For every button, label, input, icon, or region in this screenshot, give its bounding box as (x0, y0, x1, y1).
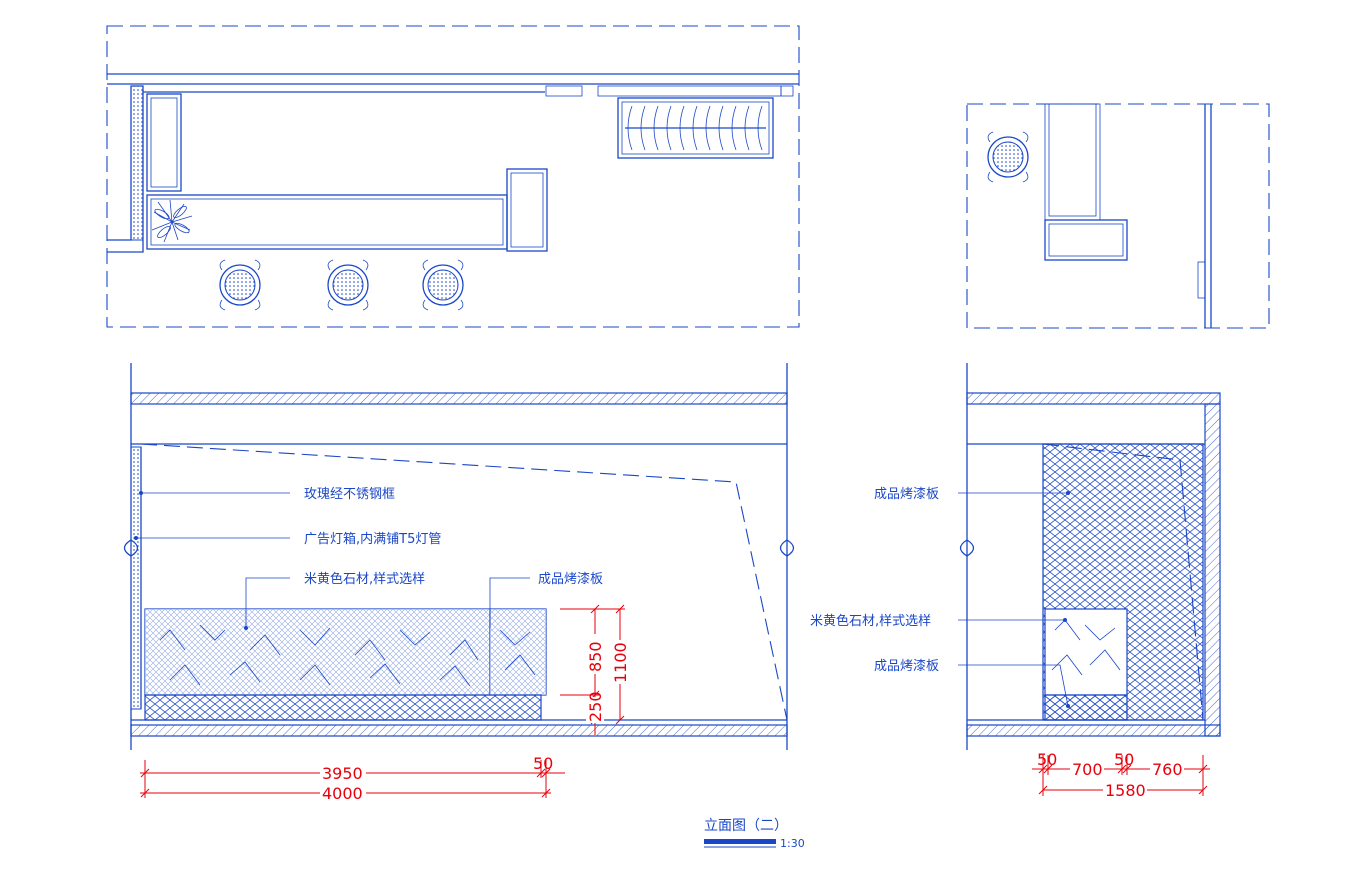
magazine-rack-icon (617, 97, 774, 159)
label-light-box: 广告灯箱,内满铺T5灯管 (304, 531, 441, 547)
dim-1580: 1580 (1105, 781, 1146, 800)
ceiling-slab-right (966, 392, 1221, 405)
stool-icon (422, 259, 464, 311)
label-rose-gold-frame: 玫瑰经不锈钢框 (304, 486, 395, 502)
dim-1100: 1100 (611, 642, 630, 683)
dim-50: 50 (533, 754, 553, 773)
dim-850: 850 (586, 641, 605, 672)
plan-wall-hatch (130, 85, 144, 241)
plant-icon (151, 199, 193, 243)
floor-slab (130, 724, 788, 737)
dimensions-left: 3950 50 4000 850 1100 250 (140, 604, 630, 803)
dim-250: 250 (586, 691, 605, 722)
dim-3950: 3950 (322, 764, 363, 783)
stone-panel-right (1044, 608, 1128, 696)
dim-4000: 4000 (322, 784, 363, 803)
drawing-scale: 1:30 (780, 837, 805, 850)
stool-icon (327, 259, 369, 311)
ceiling-slab (130, 392, 788, 405)
dimensions-right: 50 700 50 760 1580 (1032, 750, 1210, 800)
light-box-strip (130, 446, 142, 710)
elevation-left: 玫瑰经不锈钢框 广告灯箱,内满铺T5灯管 米黄色石材,样式选样 成品烤漆板 (123, 363, 795, 750)
label-paint-board-right-top: 成品烤漆板 (874, 486, 939, 502)
dim-50b: 50 (1114, 750, 1134, 769)
label-stone-left: 米黄色石材,样式选样 (304, 571, 425, 587)
label-paint-board-right-bottom: 成品烤漆板 (874, 658, 939, 674)
dim-700: 700 (1072, 760, 1103, 779)
plan-cabinet (146, 93, 182, 192)
label-paint-board-left: 成品烤漆板 (538, 571, 603, 587)
plan-right (966, 103, 1270, 329)
drawing-title-block: 立面图（二） 1:30 (704, 818, 805, 850)
elevation-right: 成品烤漆板 米黄色石材,样式选样 成品烤漆板 (810, 363, 1221, 750)
wall-right (1204, 403, 1221, 737)
plan-left (106, 25, 800, 328)
plan-left-outline (106, 25, 800, 328)
floor-slab-right (966, 724, 1221, 737)
label-stone-right: 米黄色石材,样式选样 (810, 613, 931, 629)
drawing-title: 立面图（二） (704, 818, 788, 834)
plan-counter (146, 194, 508, 250)
plan-right-outline (966, 103, 1270, 329)
stool-icon (219, 259, 261, 311)
dim-760: 760 (1152, 760, 1183, 779)
counter-base (144, 694, 542, 721)
stool-icon (987, 131, 1029, 183)
dim-50a: 50 (1037, 750, 1057, 769)
